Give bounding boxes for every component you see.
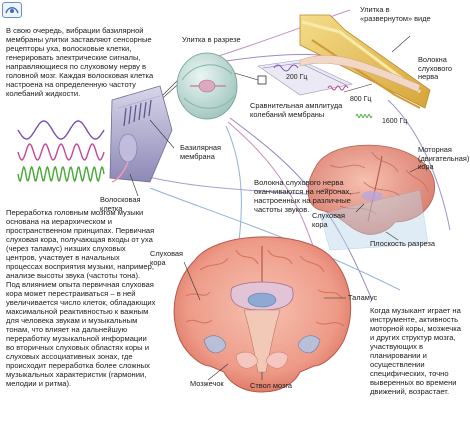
label-auditory-cortex-small: Слуховая кора <box>312 211 346 229</box>
label-brainstem: Ствол мозга <box>250 381 293 390</box>
coronal-brain <box>173 236 352 393</box>
label-auditory-cortex-left: Слуховая кора <box>150 249 184 267</box>
publisher-logo <box>2 2 22 18</box>
label-motor-cortex: Моторная (двигательная) кора <box>418 145 470 172</box>
freq-800-label: 800 Гц <box>350 96 372 103</box>
label-hair-cell: Волосковая клетка <box>100 195 141 213</box>
freq-200-label: 200 Гц <box>286 74 308 81</box>
hair-cell-illustration <box>109 85 173 183</box>
label-thalamus: Таламус <box>348 293 378 302</box>
freq-1600-label: 1600 Гц <box>382 118 408 125</box>
nerve-text: Волокна слухового нерва оканчиваются на … <box>254 178 352 214</box>
label-cerebellum: Мозжечок <box>190 379 224 388</box>
frequency-waves-small <box>273 64 373 118</box>
small-brain <box>307 144 436 251</box>
label-cut-plane: Плоскость разреза <box>370 239 436 248</box>
leader-lines <box>129 35 427 381</box>
unrolled-cochlea <box>257 14 431 109</box>
callout-box-2 <box>257 75 267 85</box>
label-amplitude-compare: Сравнительная амплитуда колебаний мембра… <box>250 101 343 119</box>
logo-mark-icon <box>5 7 19 14</box>
label-cochlea-unrolled: Улитка в «развернутом» виде <box>360 5 431 23</box>
intro-text: В свою очередь, вибрации базилярной мемб… <box>6 26 154 98</box>
cochlea-section <box>176 52 238 120</box>
frequency-waves-large <box>17 120 105 183</box>
label-basilar-membrane: Базилярная мембрана <box>180 143 222 161</box>
label-auditory-nerve: Волокна слухового нерва <box>418 55 453 82</box>
musician-text: Когда музыкант играет на инструменте, ак… <box>370 306 461 396</box>
label-cochlea-section: Улитка в разрезе <box>182 35 241 44</box>
processing-text: Переработка головным мозгом музыки основ… <box>6 208 156 388</box>
